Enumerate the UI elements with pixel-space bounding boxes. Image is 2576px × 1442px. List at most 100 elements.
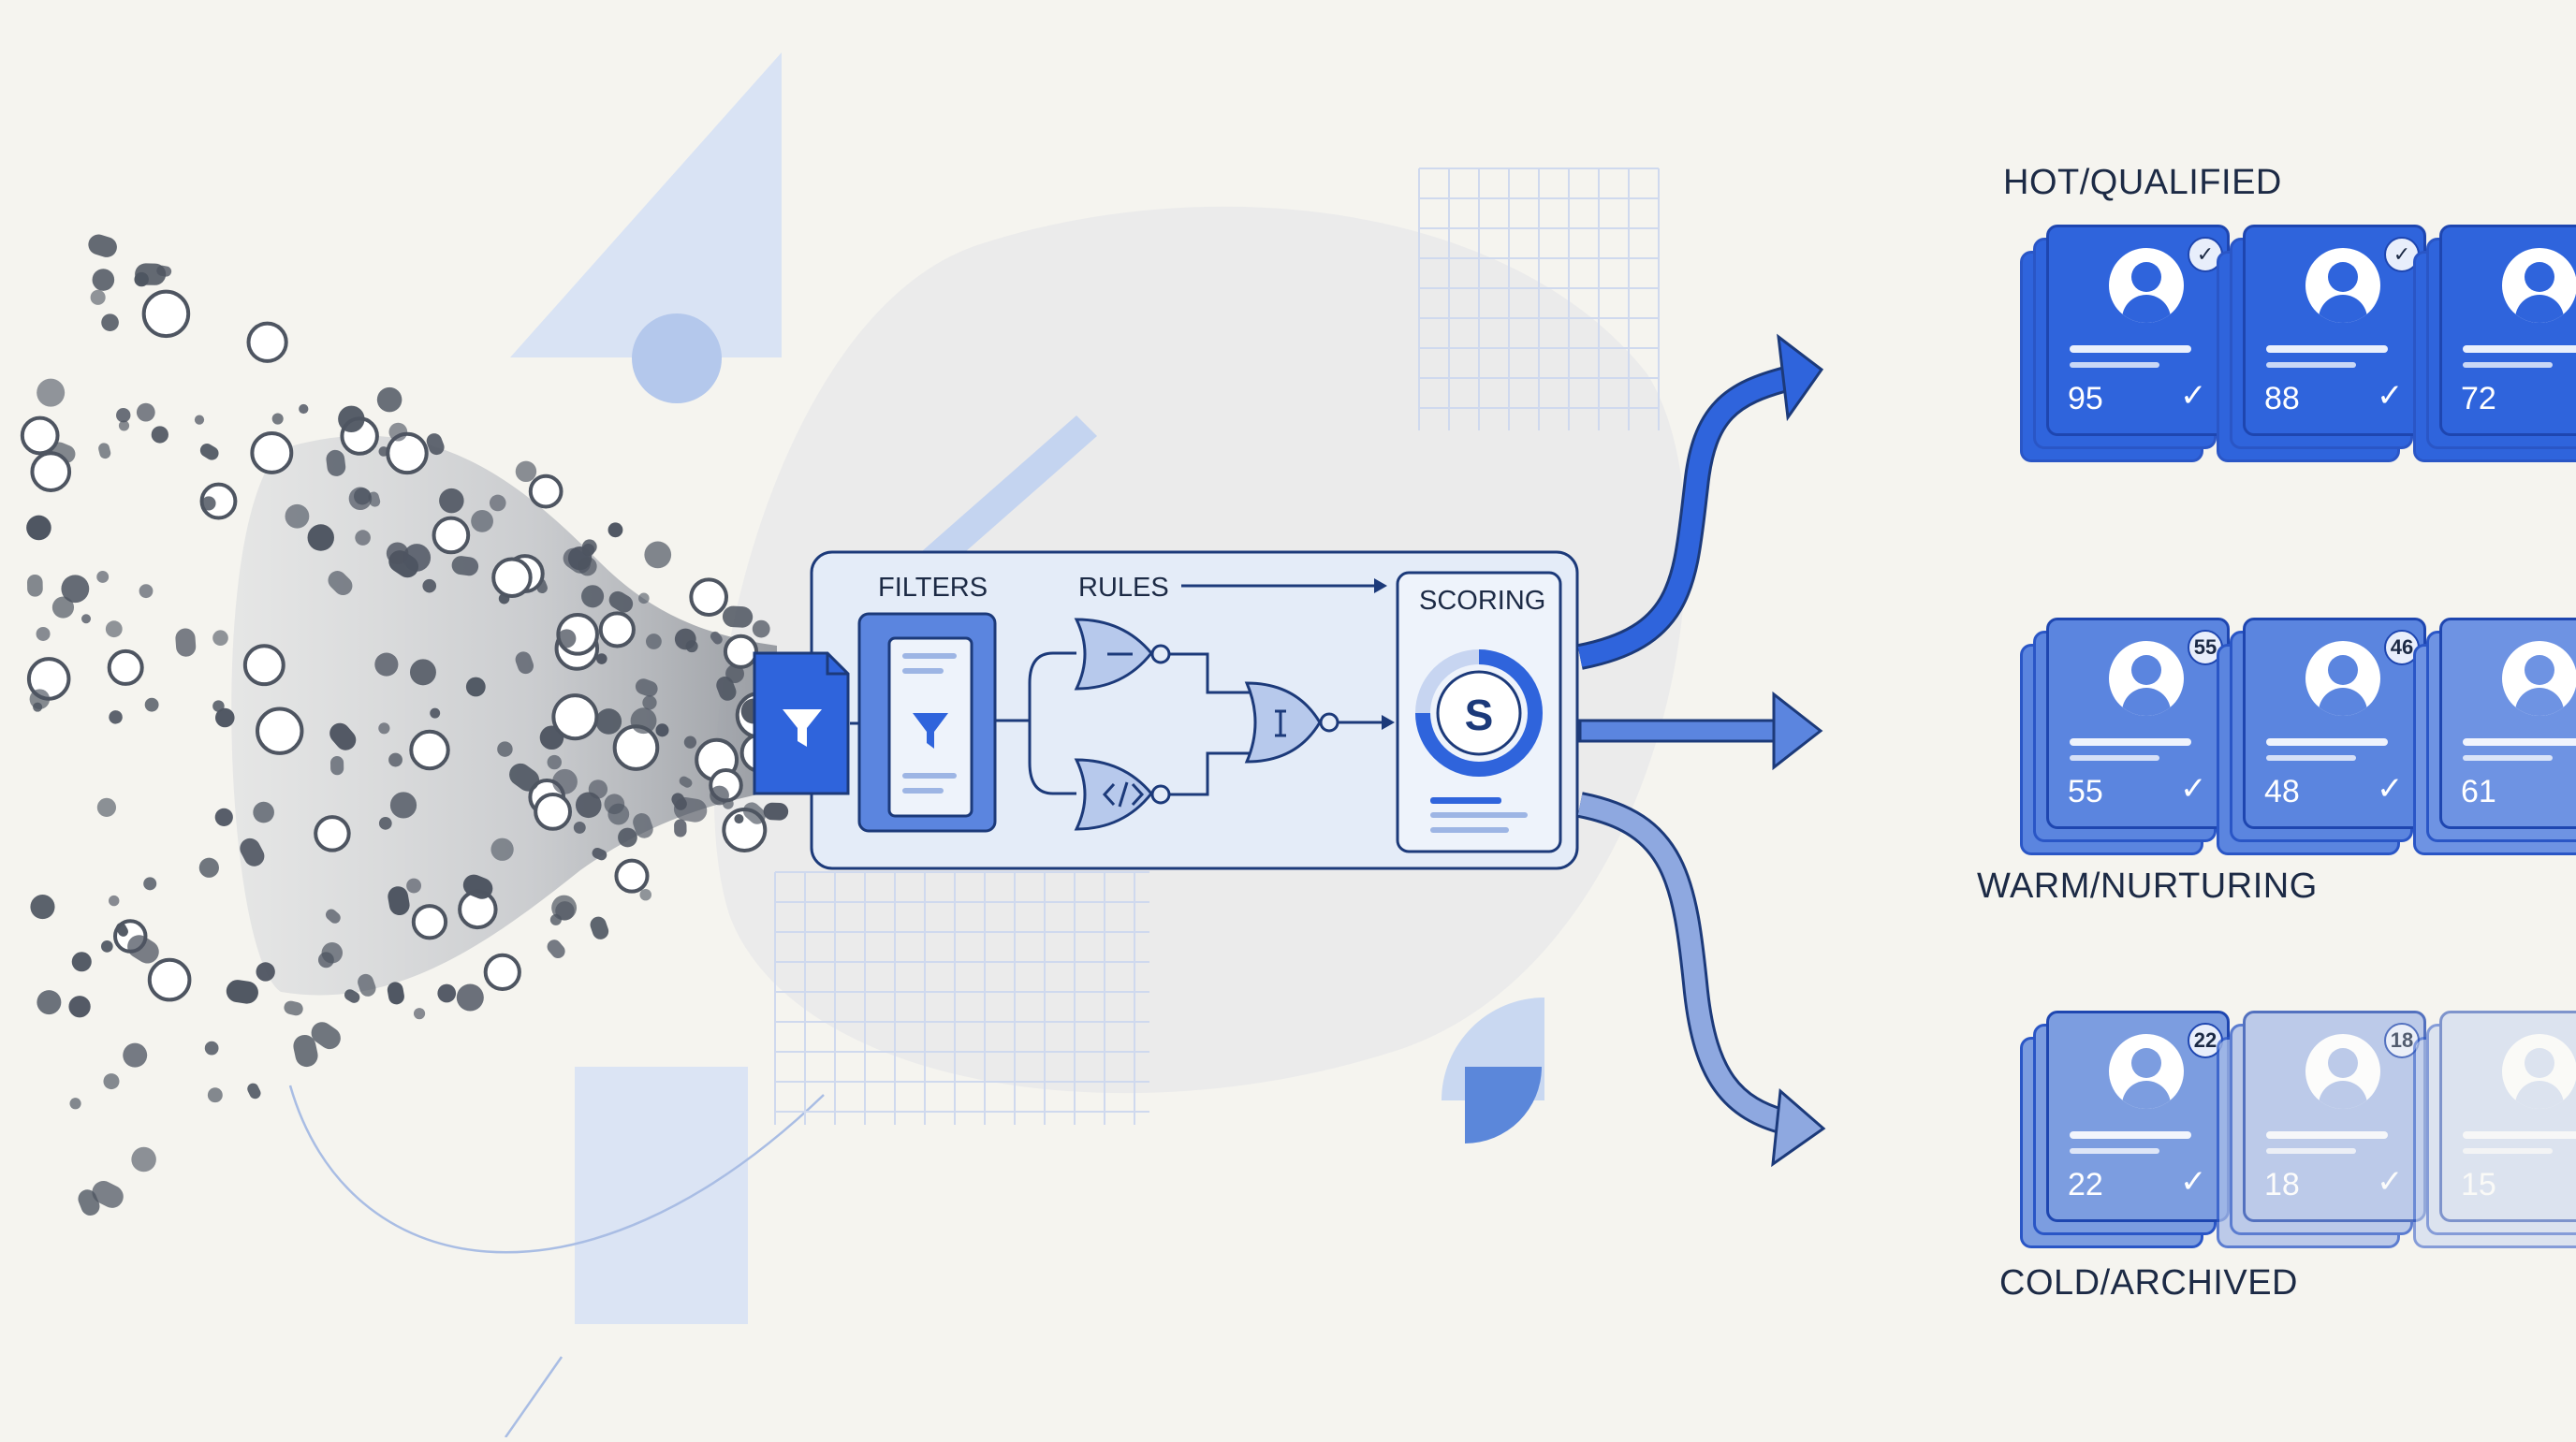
rules-label: RULES xyxy=(1078,573,1169,603)
hot-lead-card[interactable]: 95✓✓ xyxy=(2020,225,2230,462)
data-particle xyxy=(141,289,191,339)
data-particle xyxy=(515,651,534,675)
data-particle xyxy=(402,544,432,572)
data-particle xyxy=(674,819,687,838)
data-particle xyxy=(465,677,486,697)
hot-arrowhead xyxy=(1777,333,1824,422)
data-particle xyxy=(551,895,578,921)
data-particle xyxy=(81,614,92,624)
data-particle xyxy=(253,801,274,823)
data-particle xyxy=(635,678,658,697)
hot-lead-card[interactable]: 72✓✓ xyxy=(2413,225,2576,462)
data-particle xyxy=(590,916,609,939)
data-particle xyxy=(462,874,493,899)
check-icon: ✓ xyxy=(2180,771,2207,807)
data-particle xyxy=(101,313,119,331)
background-triangle xyxy=(510,52,782,357)
lead-score: 95 xyxy=(2068,381,2103,416)
data-particle xyxy=(344,989,360,1003)
data-particle xyxy=(144,697,159,712)
data-particle xyxy=(134,271,149,287)
lead-score: 18 xyxy=(2264,1167,2300,1202)
data-particle xyxy=(595,708,622,735)
filters-label: FILTERS xyxy=(878,573,988,603)
cold-lead-card[interactable]: 18✓18 xyxy=(2217,1011,2426,1248)
data-particle xyxy=(483,953,521,992)
data-particle xyxy=(630,707,657,735)
warm-arrowhead xyxy=(1772,691,1823,771)
data-particle xyxy=(547,939,565,959)
data-particle xyxy=(240,838,265,867)
data-particle xyxy=(679,776,693,788)
data-particle xyxy=(127,935,159,964)
data-particle xyxy=(105,620,123,638)
warm-lead-card[interactable]: 48✓46 xyxy=(2217,618,2426,855)
hot-lead-card[interactable]: 88✓✓ xyxy=(2217,225,2426,462)
data-particle xyxy=(639,888,651,901)
data-particle xyxy=(88,234,117,257)
data-particle xyxy=(30,451,72,492)
cold-lead-card[interactable]: 22✓22 xyxy=(2020,1011,2230,1248)
data-particle xyxy=(644,541,672,569)
data-particle xyxy=(437,983,457,1003)
cold-lead-card[interactable]: 15✓15 xyxy=(2413,1011,2576,1248)
data-particle xyxy=(131,1146,156,1173)
data-particle xyxy=(36,626,51,641)
data-particle xyxy=(307,524,334,551)
data-particle xyxy=(388,422,408,442)
lead-score: 55 xyxy=(2068,774,2103,809)
background-slash xyxy=(906,415,1097,586)
data-particle xyxy=(490,838,514,861)
hot-arrow xyxy=(1577,368,1793,667)
data-particle xyxy=(378,722,390,735)
data-particle xyxy=(387,982,404,1005)
data-particle xyxy=(607,803,630,825)
data-particle xyxy=(598,611,636,648)
check-icon: ✓ xyxy=(2377,1164,2404,1200)
data-particle xyxy=(30,895,55,920)
data-particle xyxy=(489,494,506,512)
data-particle xyxy=(528,473,564,509)
data-particle xyxy=(250,430,294,474)
data-particle xyxy=(642,695,657,710)
avatar-icon xyxy=(2502,641,2576,716)
data-particle xyxy=(710,631,723,645)
data-particle xyxy=(426,433,445,456)
warm-lead-card[interactable]: 55✓55 xyxy=(2020,618,2230,855)
data-particle xyxy=(107,648,144,686)
data-particle xyxy=(314,815,351,852)
data-particle xyxy=(509,763,540,792)
data-particle xyxy=(37,378,66,407)
background-grid-bottom xyxy=(774,871,1149,1125)
data-particle xyxy=(101,940,113,953)
data-particle xyxy=(116,408,131,423)
data-particle xyxy=(716,676,737,701)
data-particle xyxy=(614,858,650,894)
warm-lead-card[interactable]: 61✓61 xyxy=(2413,618,2576,855)
data-particle xyxy=(109,710,123,724)
data-particle xyxy=(207,1087,223,1103)
data-particle xyxy=(534,792,573,831)
data-particle xyxy=(451,556,479,576)
data-particle xyxy=(96,797,117,817)
data-particle xyxy=(547,754,562,770)
data-particle xyxy=(338,405,365,433)
data-particle xyxy=(646,634,662,649)
data-particle xyxy=(284,1000,303,1016)
data-particle xyxy=(722,605,754,628)
data-particle xyxy=(497,741,513,757)
data-particle xyxy=(430,707,441,719)
warm-arrow xyxy=(1578,719,1778,743)
or-gate-bottom xyxy=(1074,758,1153,831)
data-particle xyxy=(432,516,471,555)
funnel-shape xyxy=(231,435,778,996)
data-particle xyxy=(409,659,436,686)
avatar-icon xyxy=(2502,1034,2576,1109)
cold-category-label: COLD/ARCHIVED xyxy=(1999,1263,2298,1303)
data-particle xyxy=(215,707,235,728)
or-gate-output xyxy=(1244,681,1322,764)
filter-icon xyxy=(913,713,948,749)
data-particle xyxy=(752,619,770,638)
data-particle xyxy=(551,693,599,741)
